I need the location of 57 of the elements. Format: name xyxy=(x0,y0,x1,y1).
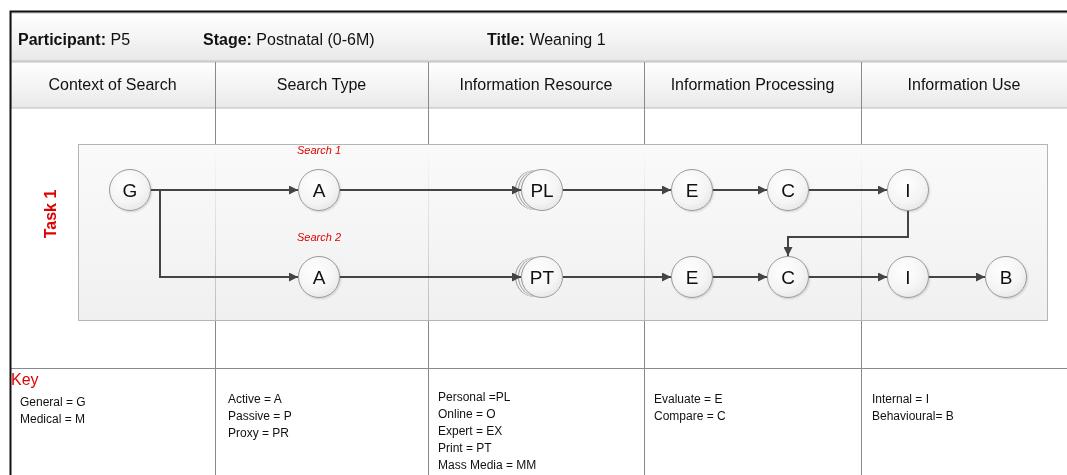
arrow xyxy=(339,272,522,282)
column-header: Information Use xyxy=(906,75,1022,95)
column-header: Context of Search xyxy=(47,75,178,95)
node-label: A xyxy=(312,267,326,287)
key-entry: Proxy = PR xyxy=(228,426,290,441)
key-entry: Evaluate = E xyxy=(654,392,723,407)
key-entry: Internal = I xyxy=(872,392,930,407)
column-header: Search Type xyxy=(275,75,368,95)
header-field: Participant: P5 xyxy=(18,30,131,50)
column-header: Information Processing xyxy=(669,75,836,95)
key-entry: Online = O xyxy=(438,407,496,422)
circle-node xyxy=(671,169,713,211)
node-label: G xyxy=(122,180,138,200)
circle-node xyxy=(767,169,809,211)
key-entry: Print = PT xyxy=(438,441,492,456)
arrow xyxy=(712,272,768,282)
header-field: Title: Weaning 1 xyxy=(487,30,606,50)
header-field: Stage: Postnatal (0-6M) xyxy=(203,30,375,50)
node-label: PT xyxy=(529,267,555,287)
node-label: E xyxy=(685,267,699,287)
key-entry: Medical = M xyxy=(20,412,86,427)
circle-node xyxy=(887,169,929,211)
arrow xyxy=(562,185,672,195)
column-header: Information Resource xyxy=(458,75,614,95)
circle-node xyxy=(671,256,713,298)
node-label: A xyxy=(312,180,326,200)
arrow xyxy=(783,210,909,257)
arrow xyxy=(808,272,888,282)
node-label: B xyxy=(999,267,1013,287)
key-entry: Passive = P xyxy=(228,409,292,424)
arrow xyxy=(928,272,986,282)
circle-node xyxy=(985,256,1027,298)
node-label: I xyxy=(905,180,911,200)
node-label: E xyxy=(685,180,699,200)
key-entry: Personal =PL xyxy=(438,390,511,405)
key-entry: Behavioural= B xyxy=(872,409,954,424)
circle-node xyxy=(767,256,809,298)
key-entry: Mass Media = MM xyxy=(438,458,537,473)
arrow xyxy=(808,185,888,195)
arrow xyxy=(562,272,672,282)
arrow xyxy=(712,185,768,195)
node-label: C xyxy=(781,267,795,287)
arrow xyxy=(150,189,299,282)
key-entry: General = G xyxy=(20,395,86,410)
node-label: PL xyxy=(530,180,554,200)
search-label: Search 2 xyxy=(297,231,341,244)
node-label: C xyxy=(781,180,795,200)
circle-node xyxy=(109,169,151,211)
circle-node xyxy=(887,256,929,298)
node-label: I xyxy=(905,267,911,287)
key-title: Key xyxy=(11,370,39,390)
search-label: Search 1 xyxy=(297,144,341,157)
key-entry: Compare = C xyxy=(654,409,726,424)
lane-label: Task 1 xyxy=(41,188,60,240)
arrow xyxy=(339,185,522,195)
key-entry: Expert = EX xyxy=(438,424,503,439)
key-entry: Active = A xyxy=(228,392,282,407)
